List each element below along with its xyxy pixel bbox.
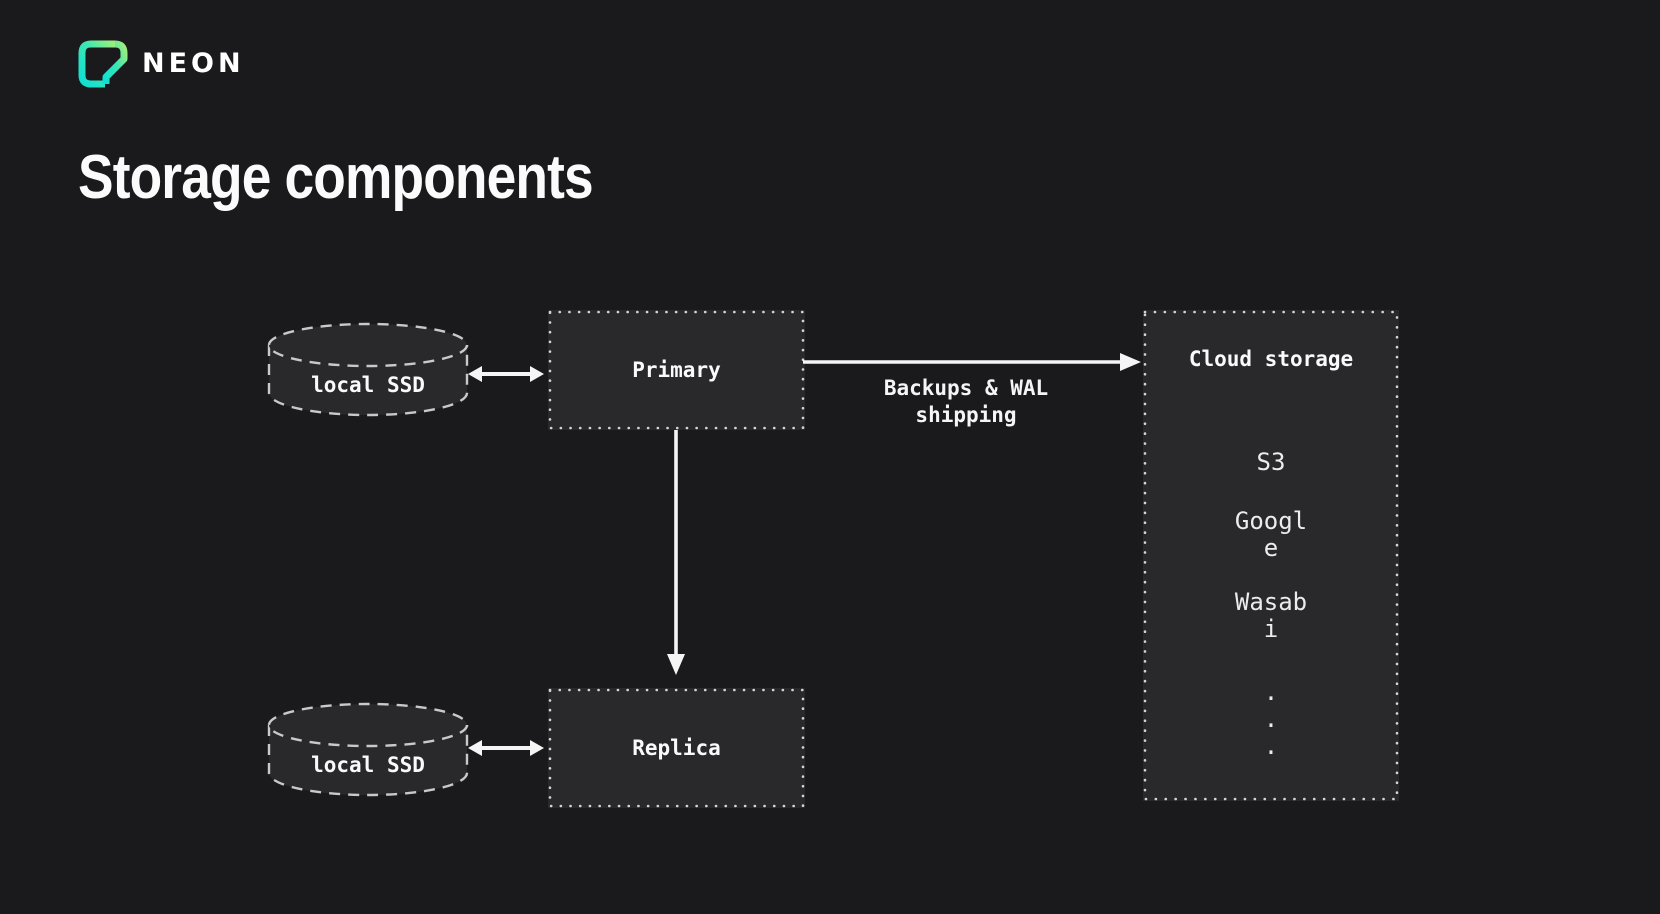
node-label-replica: Replica	[632, 736, 721, 760]
node-label-cloud-storage: Cloud storage	[1188, 347, 1354, 371]
cloud-item-google: Googl e	[1143, 508, 1399, 562]
node-label-local-ssd-top: local SSD	[311, 373, 425, 397]
neon-wordmark: NEON	[142, 48, 245, 79]
arrow-ssd-replica-bottom	[468, 740, 544, 756]
node-label-local-ssd-bottom: local SSD	[311, 753, 425, 777]
cylinder-shape	[267, 702, 469, 797]
cylinder-local-ssd-bottom: local SSD	[267, 701, 469, 797]
edge-label-line1: Backups & WAL	[883, 376, 1049, 400]
cloud-item-wasabi: Wasab i	[1143, 589, 1399, 643]
cloud-item-line: .	[1263, 678, 1279, 706]
box-replica: Replica	[548, 688, 805, 808]
arrow-primary-to-cloud	[803, 353, 1141, 371]
node-label-primary: Primary	[632, 358, 721, 382]
cloud-item-line: .	[1263, 705, 1279, 733]
edge-label-line2: shipping	[915, 403, 1017, 427]
box-primary: Primary	[548, 310, 805, 430]
arrow-primary-to-replica	[667, 430, 685, 675]
arrow-ssd-primary-top	[468, 366, 544, 382]
cloud-item-ellipsis: . . .	[1143, 679, 1399, 760]
neon-logo-icon	[78, 40, 128, 88]
cloud-item-s3: S3	[1143, 449, 1399, 476]
box-cloud-storage: Cloud storage S3 Googl e Wasab i . . .	[1143, 310, 1399, 801]
cylinder-local-ssd-top: local SSD	[267, 321, 469, 417]
cylinder-shape	[267, 322, 469, 417]
edge-label-backups-wal: Backups & WAL shipping	[816, 375, 1116, 429]
page-title: Storage components	[78, 143, 594, 212]
cloud-item-line: Googl	[1234, 507, 1308, 535]
cloud-item-line: Wasab	[1234, 588, 1308, 616]
cloud-item-line: .	[1263, 732, 1279, 760]
cloud-item-line: S3	[1256, 448, 1286, 476]
cloud-item-line: e	[1263, 534, 1279, 562]
cloud-item-line: i	[1263, 615, 1279, 643]
